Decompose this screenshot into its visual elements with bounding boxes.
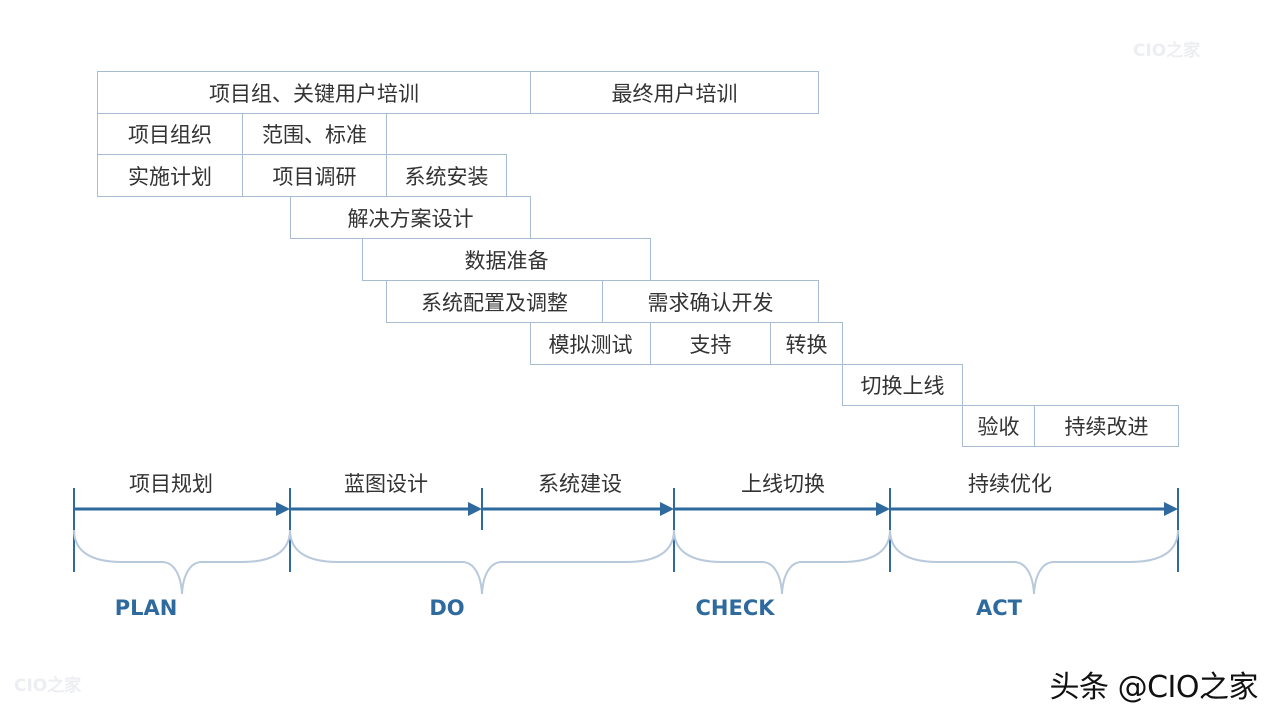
phase-arrowhead bbox=[660, 502, 674, 516]
phase-arrowhead bbox=[468, 502, 482, 516]
task-box: 系统安装 bbox=[386, 154, 507, 197]
pdca-brace bbox=[289, 529, 675, 595]
pdca-label-do: DO bbox=[429, 596, 464, 620]
phase-label: 上线切换 bbox=[741, 472, 825, 496]
task-box: 范围、标准 bbox=[242, 113, 387, 155]
pdca-brace bbox=[73, 529, 291, 595]
task-box: 解决方案设计 bbox=[290, 196, 531, 239]
pdca-label-act: ACT bbox=[976, 596, 1023, 620]
task-box: 实施计划 bbox=[97, 154, 243, 197]
task-box: 切换上线 bbox=[842, 364, 963, 406]
task-box: 验收 bbox=[962, 405, 1035, 447]
pdca-brace bbox=[889, 529, 1179, 595]
task-box: 转换 bbox=[770, 322, 843, 365]
phase-arrowhead bbox=[1164, 502, 1178, 516]
task-box: 模拟测试 bbox=[530, 322, 651, 365]
phase-arrowhead bbox=[876, 502, 890, 516]
phase-label: 持续优化 bbox=[968, 472, 1052, 496]
phase-label: 项目规划 bbox=[129, 472, 213, 496]
task-box: 最终用户培训 bbox=[530, 71, 819, 114]
watermark-top: CIO之家 bbox=[1133, 41, 1201, 61]
task-box: 系统配置及调整 bbox=[386, 280, 603, 323]
phase-label: 蓝图设计 bbox=[344, 472, 428, 496]
phase-arrowhead bbox=[276, 502, 290, 516]
task-box: 支持 bbox=[650, 322, 771, 365]
task-box: 持续改进 bbox=[1034, 405, 1179, 447]
pdca-label-plan: PLAN bbox=[115, 596, 178, 620]
source-credit: 头条 @CIO之家 bbox=[1049, 670, 1259, 705]
phase-label: 系统建设 bbox=[538, 472, 622, 496]
task-box: 数据准备 bbox=[362, 238, 651, 281]
watermark-bottom: CIO之家 bbox=[14, 676, 82, 696]
pdca-brace bbox=[673, 529, 891, 595]
pdca-label-check: CHECK bbox=[695, 596, 775, 620]
